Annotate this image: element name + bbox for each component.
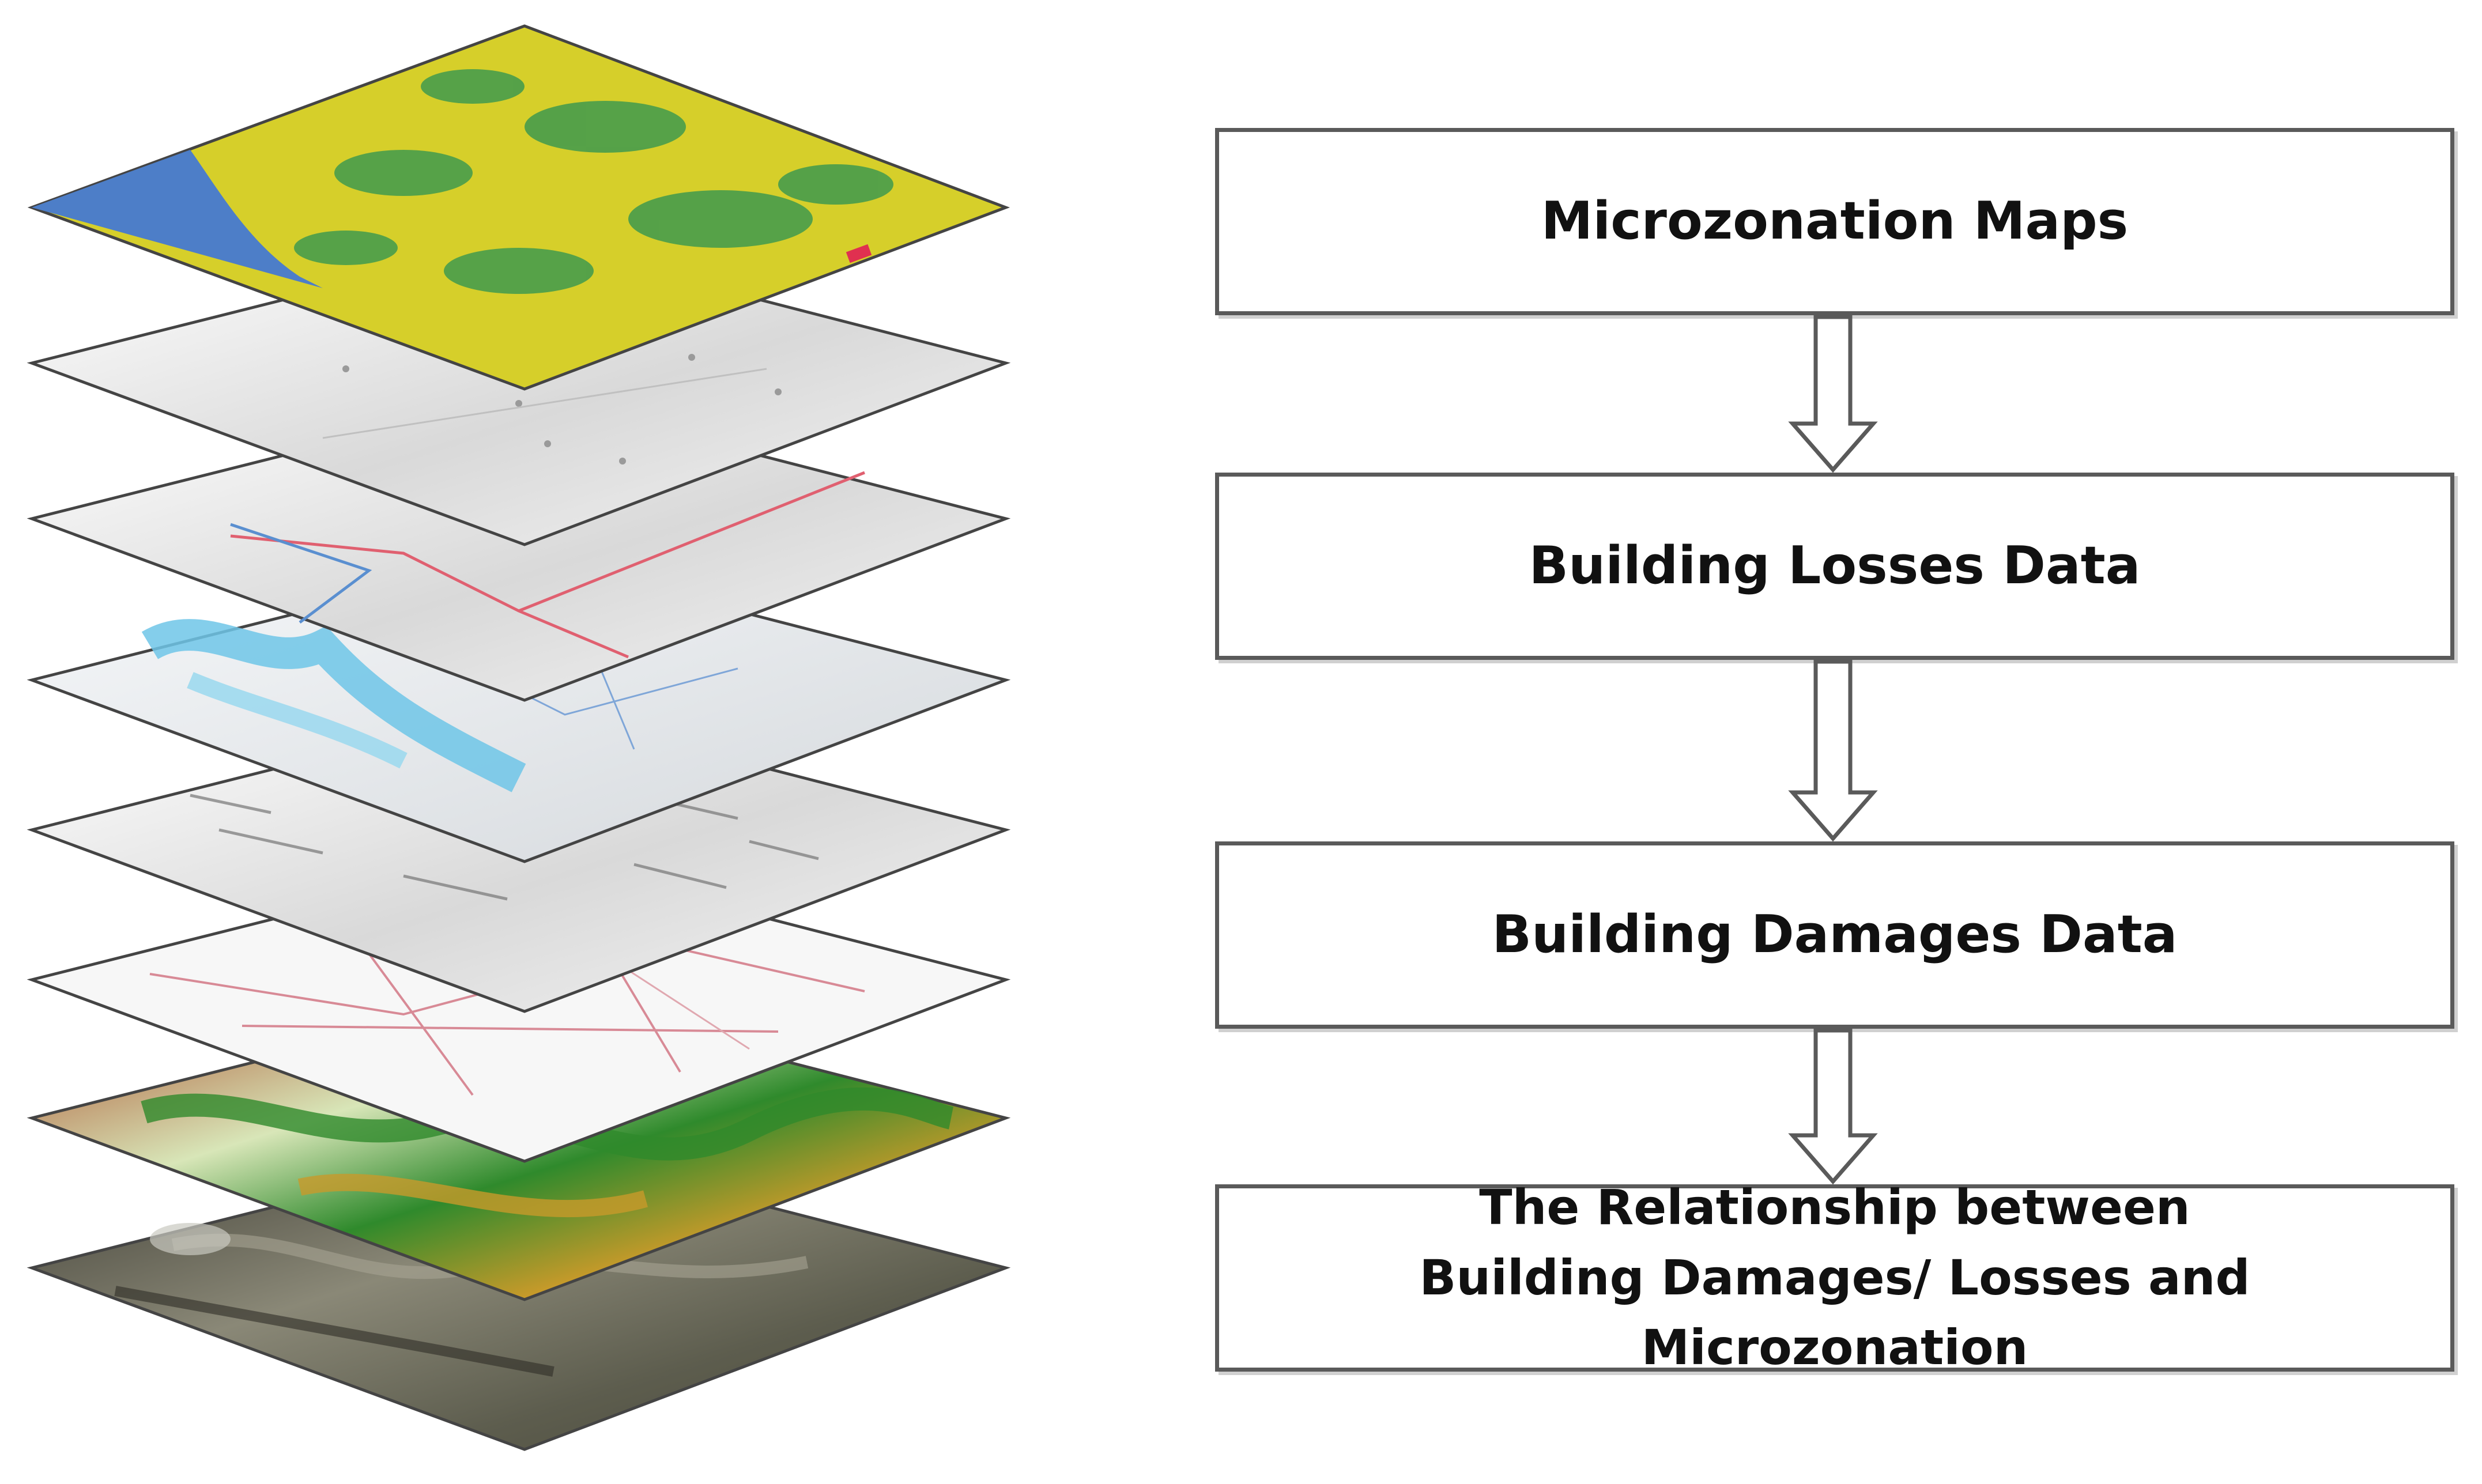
flow-step-label: Building Damages Data <box>1492 904 2178 965</box>
down-arrow-icon <box>1788 659 1878 842</box>
flow-step-label: Microzonation Maps <box>1541 191 2129 252</box>
flow-step-building-damages-data: Building Damages Data <box>1215 841 2454 1029</box>
map-layers-illustration <box>27 24 1011 1451</box>
hydrology-layer <box>27 554 1011 863</box>
flow-step-label-line-2: Building Damages/ Losses and Microzonati… <box>1419 1249 2250 1376</box>
down-arrow-icon <box>1788 1028 1878 1185</box>
flow-step-label: Building Losses Data <box>1529 535 2141 596</box>
flow-step-label-line-1: The Relationship between <box>1479 1179 2190 1236</box>
flow-step-relationship: The Relationship between Building Damage… <box>1215 1179 2454 1376</box>
land-cover-layer <box>27 24 1010 391</box>
flow-step-microzonation-maps: Microzonation Maps <box>1215 128 2454 315</box>
flow-step-building-losses-data: Building Losses Data <box>1215 473 2454 660</box>
down-arrow-icon <box>1788 315 1878 473</box>
